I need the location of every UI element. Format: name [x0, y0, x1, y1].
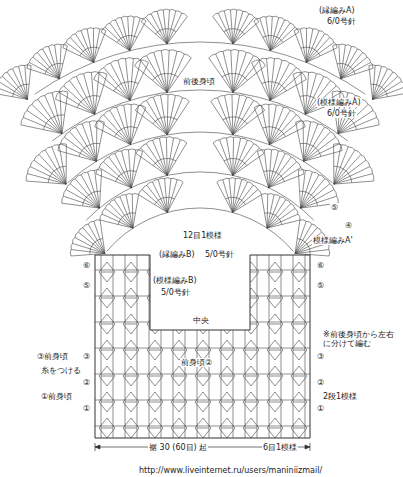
chart-label: 6目1模様: [262, 443, 298, 452]
chart-label: ①前身頃: [40, 392, 73, 401]
chart-label: ⑥: [316, 261, 325, 270]
chart-label: 5/0号針: [204, 250, 235, 259]
chart-label: 2段1模様: [322, 392, 358, 401]
chart-label: ③: [316, 352, 325, 361]
fan-stitches: [0, 9, 403, 256]
chart-label: 裾 30 (60目) 起: [148, 443, 208, 452]
chart-label: ④: [344, 221, 353, 230]
body-pattern: [95, 255, 310, 438]
body-outline: [95, 255, 310, 438]
chart-label: ③前身頃: [36, 352, 69, 361]
chart-label: ⑥: [82, 261, 91, 270]
body-stitches: [95, 255, 310, 438]
chart-label: ①: [316, 404, 325, 413]
chart-label: ※前後身頃から左右に分けて編む: [322, 330, 396, 348]
chart-label: (模様編みB): [152, 276, 198, 285]
chart-label: (縁編みA): [318, 6, 356, 15]
chart-label: ②: [316, 378, 325, 387]
chart-label: 12目1模様: [182, 231, 223, 240]
chart-label: 前身頃②: [180, 358, 213, 367]
chart-label: 模様編みA': [312, 236, 354, 245]
chart-label: 前後身頃: [182, 77, 216, 86]
chart-label: 6/0号針: [326, 17, 357, 26]
chart-label: (縁編みB): [158, 250, 196, 259]
chart-label: ⑤: [316, 281, 325, 290]
chart-label: ②: [82, 378, 91, 387]
chart-label: ⑤: [82, 281, 91, 290]
chart-label: ①: [82, 404, 91, 413]
chart-label: 6/0号針: [326, 109, 357, 118]
chart-label: ③: [82, 352, 91, 361]
chart-label: 糸をつける: [40, 366, 82, 375]
chart-label: 中央: [192, 316, 210, 325]
chart-label: http://www.liveinternet.ru/users/maninii…: [138, 466, 323, 475]
chart-label: ⑤: [330, 203, 339, 212]
chart-label: (模様編みA): [316, 98, 362, 107]
yoke-fans: [0, 9, 403, 256]
chart-label: 5/0号針: [160, 288, 191, 297]
